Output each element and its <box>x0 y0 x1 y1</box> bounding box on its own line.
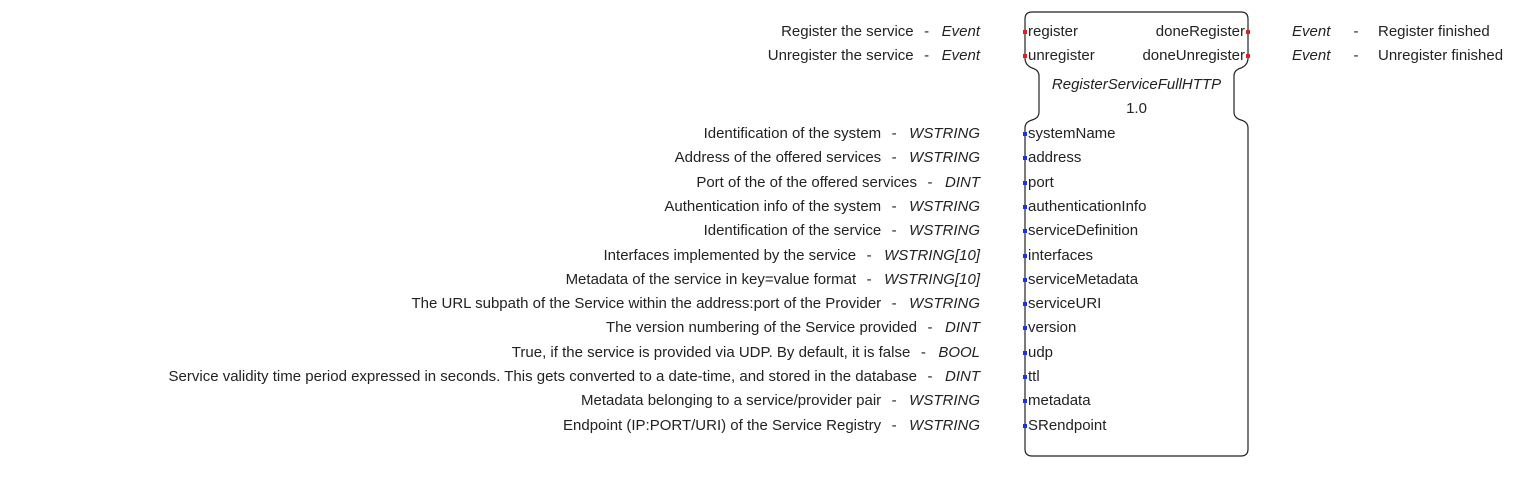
data-input-type: WSTRING[10] <box>884 271 980 288</box>
event-input-pin <box>1023 30 1027 34</box>
separator-dash: - <box>866 247 872 264</box>
separator-dash: - <box>927 174 933 191</box>
event-output-description: Register finished <box>1378 23 1490 40</box>
data-input-pin <box>1023 399 1027 403</box>
separator-dash: - <box>920 344 926 361</box>
data-input-name: udp <box>1028 344 1054 361</box>
data-input-name: serviceMetadata <box>1028 271 1139 288</box>
event-output-description: Unregister finished <box>1378 47 1504 64</box>
data-input-description: Identification of the system <box>703 125 882 142</box>
data-input-type: WSTRING <box>909 222 980 239</box>
separator-dash: - <box>891 149 897 166</box>
data-input-type: WSTRING <box>909 125 980 142</box>
separator-dash: - <box>1353 47 1359 64</box>
data-input-pin <box>1023 229 1027 233</box>
data-input-pin <box>1023 254 1027 258</box>
data-input-pin <box>1023 278 1027 282</box>
data-input-name: metadata <box>1028 392 1091 409</box>
data-input-pin <box>1023 351 1027 355</box>
data-input-description: Interfaces implemented by the service <box>603 247 857 264</box>
data-input-description: Authentication info of the system <box>664 198 882 215</box>
data-input-type: WSTRING <box>909 198 980 215</box>
data-input-description: Metadata of the service in key=value for… <box>565 271 857 288</box>
separator-dash: - <box>924 47 930 64</box>
data-input-name: serviceDefinition <box>1028 222 1139 239</box>
data-input-type: BOOL <box>938 344 980 361</box>
event-input-description: Unregister the service <box>767 47 914 64</box>
data-input-name: SRendpoint <box>1028 417 1107 434</box>
separator-dash: - <box>891 198 897 215</box>
event-output-pin <box>1246 30 1250 34</box>
data-input-type: WSTRING <box>909 295 980 312</box>
data-input-type: WSTRING <box>909 149 980 166</box>
data-input-type: WSTRING <box>909 392 980 409</box>
separator-dash: - <box>891 295 897 312</box>
data-input-type: DINT <box>945 319 980 336</box>
event-output-type: Event <box>1292 47 1331 64</box>
data-input-pin <box>1023 205 1027 209</box>
data-input-name: ttl <box>1028 368 1040 385</box>
data-input-type: DINT <box>945 368 980 385</box>
separator-dash: - <box>1353 23 1359 40</box>
data-input-type: WSTRING[10] <box>884 247 980 264</box>
separator-dash: - <box>927 368 933 385</box>
event-input-type: Event <box>941 23 980 40</box>
event-input-name: register <box>1028 23 1079 40</box>
data-input-type: DINT <box>945 174 980 191</box>
event-input-name: unregister <box>1028 47 1095 64</box>
data-input-type: WSTRING <box>909 417 980 434</box>
separator-dash: - <box>891 222 897 239</box>
block-name: RegisterServiceFullHTTP <box>1051 76 1222 93</box>
data-input-name: serviceURI <box>1028 295 1102 312</box>
data-input-description: Identification of the service <box>703 222 882 239</box>
data-input-description: The URL subpath of the Service within th… <box>411 295 882 312</box>
data-input-description: The version numbering of the Service pro… <box>605 319 917 336</box>
data-input-pin <box>1023 156 1027 160</box>
separator-dash: - <box>891 392 897 409</box>
block-version: 1.0 <box>1126 100 1147 117</box>
event-output-pin <box>1246 54 1250 58</box>
data-input-description: Service validity time period expressed i… <box>168 368 917 385</box>
data-input-description: Port of the of the offered services <box>696 174 917 191</box>
separator-dash: - <box>924 23 930 40</box>
data-input-name: systemName <box>1028 125 1116 142</box>
separator-dash: - <box>891 417 897 434</box>
data-input-name: authenticationInfo <box>1028 198 1147 215</box>
data-input-description: True, if the service is provided via UDP… <box>511 344 911 361</box>
data-input-name: version <box>1028 319 1077 336</box>
data-input-description: Endpoint (IP:PORT/URI) of the Service Re… <box>563 417 882 434</box>
separator-dash: - <box>866 271 872 288</box>
event-section-outline <box>1024 11 1249 457</box>
event-input-type: Event <box>941 47 980 64</box>
data-input-pin <box>1023 375 1027 379</box>
data-input-pin <box>1023 326 1027 330</box>
data-input-name: port <box>1028 174 1054 191</box>
separator-dash: - <box>891 125 897 142</box>
event-input-description: Register the service <box>781 23 914 40</box>
data-input-description: Metadata belonging to a service/provider… <box>580 392 882 409</box>
data-input-name: interfaces <box>1028 247 1094 264</box>
separator-dash: - <box>927 319 933 336</box>
data-input-pin <box>1023 424 1027 428</box>
data-input-name: address <box>1028 149 1082 166</box>
event-output-type: Event <box>1292 23 1331 40</box>
event-output-name: doneRegister <box>1155 23 1245 40</box>
data-input-description: Address of the offered services <box>674 149 882 166</box>
data-input-pin <box>1023 302 1027 306</box>
event-input-pin <box>1023 54 1027 58</box>
data-input-pin <box>1023 181 1027 185</box>
event-output-name: doneUnregister <box>1142 47 1245 64</box>
data-input-pin <box>1023 132 1027 136</box>
